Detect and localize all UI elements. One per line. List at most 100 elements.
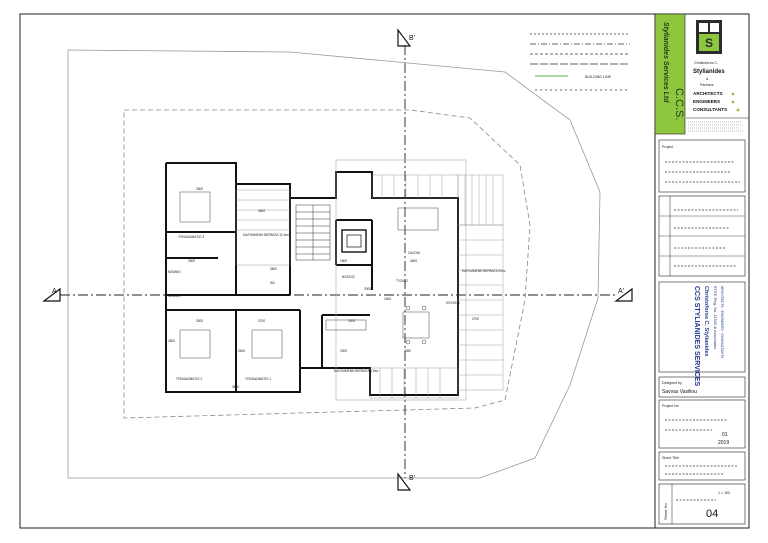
dimension-label: 3600 [270,267,277,271]
stamp-line3: ETEK Reg. No. 11920 & Associates [713,286,718,349]
sheet-title-box [658,451,746,481]
firm-role1: ARCHITECTS [693,91,723,96]
veranda-left [235,189,291,266]
sheet-border [19,13,750,529]
dimension-label: 3800 [232,385,239,389]
logo-initials-vertical: C.C.S. [673,88,685,120]
dimension-label: 1800 [340,259,347,263]
svg-text:S: S [705,36,713,50]
furniture [179,191,439,359]
dimension-label: 1600 [384,297,391,301]
room-label-bedroom2: ΥΠΝΟΔΩΜΑΤΙΟ 2 [176,377,202,381]
room-label-veranda-bottom: ΚΑΛΥΜΜΕΝΗ ΒΕΡΑΝΤΑ 4.8m² [334,369,378,373]
stamp-line1: CCS STYLIANIDES SERVICES [693,286,700,387]
section-label-top: B' [409,35,415,42]
firm-line2: Stylianides [693,69,725,75]
room-label-bedroom3: ΥΠΝΟΔΩΜΑΤΙΟ 3 [178,235,204,239]
firm-role2: ENGINEERS [693,99,720,104]
sofa [397,207,439,231]
kitchen-counter [325,319,367,331]
title-block: Stylianides Services Ltd C.C.S. S Christ… [654,13,750,529]
section-label-left: A [52,288,57,295]
room-label-living: ΣΑΛΟΝΙ [408,251,420,255]
scale-value: 1 = 100 [718,491,730,495]
dining-chair [421,339,427,345]
designed-by-label: Designed by [662,381,682,385]
dimension-label: 3700 [258,319,265,323]
room-label-bath-top: ΜΠΑΝΙΟ [168,270,181,274]
sheet-no-label: Sheet No [663,503,668,520]
bullet-icon [731,92,735,96]
bullet-icon [731,100,735,104]
dining-chair [405,339,411,345]
dimension-label: 2600 [168,339,175,343]
room-label-bedroom1: ΥΠΝΟΔΩΜΑΤΙΟ 1 [245,377,271,381]
sheet-no-value: 04 [706,508,718,520]
section-label-bottom: B' [409,475,415,482]
room-label-veranda-right: ΚΑΛΥΜΜΕΝΗ ΒΕΡΑΝΤΑ 20m² [462,269,506,273]
designed-by-value: Savvas Vasiliou [662,389,697,395]
dimension-label: 3300 [196,319,203,323]
section-label-right: A' [618,288,624,295]
firm-logo: S [696,20,722,54]
firm-line1: Christoforos C. [694,61,718,65]
room-label-kitchen: ΚΟΥΖΙΝΑ [446,301,461,305]
dimension-label: 2600 [188,259,195,263]
project-no-value: 01 [722,432,728,438]
dimension-label: 3350 [404,349,411,353]
project-label: Project [662,145,673,149]
dimension-label: 2200 [348,319,355,323]
veranda-top-right [457,174,504,226]
dimension-label: 2300 [340,349,347,353]
section-marker-bottom: B' [397,472,415,491]
bullet-icon [736,108,740,112]
legend: BUILDING LINE [530,33,630,91]
dimension-label: 2700 [472,317,479,321]
project-year: 2019 [718,440,729,446]
staircase [295,204,331,261]
room-label-dining: ΤΥΣΚΑΣ [396,279,408,283]
veranda-top-mid [371,174,459,199]
dimension-label: 2400 [238,349,245,353]
stamp-box [658,281,746,373]
room-label-bath-bottom: ΜΠΑΝΙΟ [168,294,181,298]
setback-line [123,109,531,419]
sheet-title-label: Sheet Title [662,456,679,460]
firm-vertical-name: Stylianides Services Ltd [662,22,669,103]
firm-line3: & [706,77,709,81]
designed-by-box [658,376,746,398]
dimension-label: 3300 [196,187,203,191]
dimension-label: 4600 [410,259,417,263]
bed-2 [179,329,211,359]
roof-outline [335,159,467,401]
project-no-label: Project No [662,404,679,408]
section-marker-top: B' [397,28,415,47]
section-marker-left: A [42,287,61,302]
room-label-storage: ΒΟΣΚΟΣ [342,275,355,279]
legend-building-line-label: BUILDING LINE [585,75,612,79]
dining-chair [405,305,411,311]
sheet-no-box [658,483,746,525]
project-box [658,139,746,193]
dimension-label: 2000 [364,287,371,291]
firm-line4: Partners [700,83,714,87]
dimension-label: 3650 [258,209,265,213]
dining-table [402,311,430,339]
stamp-line4: ARCHITECTS · ENGINEERS · CONSULTANTS [720,286,724,359]
stamp-line2: Christoforos C. Stylianides [703,286,709,357]
bed-1 [251,329,283,359]
veranda-bottom [369,367,459,399]
firm-vertical-band [654,13,686,135]
plot-boundary [67,49,601,479]
dining-chair [421,305,427,311]
section-marker-right: A' [614,287,633,302]
room-label-wc: WC [270,281,276,285]
project-no-box [658,399,746,449]
firm-role3: CONSULTANTS [693,107,727,112]
bed-3 [179,191,211,223]
room-label-veranda-left: ΚΑΛΥΜΜΕΝΗ ΒΕΡΑΝΤΑ 10.4m² [243,233,289,237]
veranda-right [457,224,504,391]
drawing-area: B' B' A A' BUILDING LINE [42,28,633,491]
lift [341,229,367,253]
